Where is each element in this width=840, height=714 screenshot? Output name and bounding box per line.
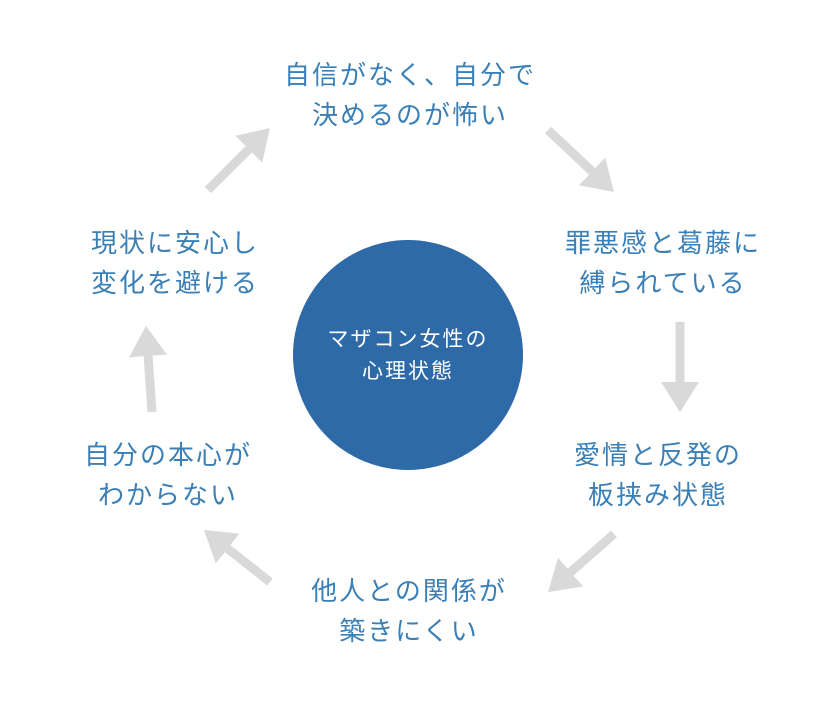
node-upper-right-line2: 縛られている	[579, 269, 747, 299]
node-top: 自信がなく、自分で 決めるのが怖い	[250, 56, 570, 136]
center-label-line2: 心理状態	[362, 359, 454, 383]
arrow-shaft	[204, 144, 254, 194]
node-lower-right-line1: 愛情と反発の	[573, 441, 742, 471]
center-label: マザコン女性の 心理状態	[328, 323, 489, 387]
arrow-head	[579, 157, 614, 192]
node-lower-right: 愛情と反発の 板挟み状態	[548, 436, 768, 516]
arrow-head	[661, 382, 699, 412]
node-bottom: 他人との関係が 築きにくい	[284, 572, 534, 652]
arrow-head	[204, 530, 240, 564]
arrow-up	[129, 326, 167, 413]
arrow-up-right	[204, 128, 270, 194]
arrow-shaft	[223, 543, 273, 586]
node-top-line1: 自信がなく、自分で	[283, 61, 536, 91]
node-upper-right: 罪悪感と葛藤に 縛られている	[538, 224, 788, 304]
node-lower-left-line1: 自分の本心が	[83, 441, 252, 471]
node-bottom-line2: 築きにくい	[339, 617, 479, 647]
center-label-line1: マザコン女性の	[327, 327, 489, 351]
arrow-down	[661, 322, 699, 412]
arrow-head	[235, 128, 270, 163]
arrow-up-left	[204, 530, 273, 586]
node-upper-left-line1: 現状に安心し	[90, 229, 259, 259]
node-lower-right-line2: 板挟み状態	[587, 481, 728, 511]
arrow-head	[548, 557, 584, 592]
center-circle: マザコン女性の 心理状態	[293, 240, 523, 470]
node-upper-left-line2: 変化を避ける	[90, 269, 259, 299]
arrow-shaft	[566, 530, 617, 577]
node-lower-left: 自分の本心が わからない	[58, 436, 278, 516]
node-lower-left-line2: わからない	[97, 481, 238, 511]
node-top-line2: 決めるのが怖い	[311, 101, 508, 131]
node-bottom-line1: 他人との関係が	[311, 577, 507, 607]
node-upper-right-line1: 罪悪感と葛藤に	[564, 229, 761, 259]
arrow-down-left	[548, 530, 617, 592]
node-upper-left: 現状に安心し 変化を避ける	[60, 224, 290, 304]
arrow-shaft	[544, 126, 597, 177]
arrow-shaft	[143, 353, 157, 413]
arrow-head	[129, 326, 167, 358]
arrow-down-right	[544, 126, 614, 192]
